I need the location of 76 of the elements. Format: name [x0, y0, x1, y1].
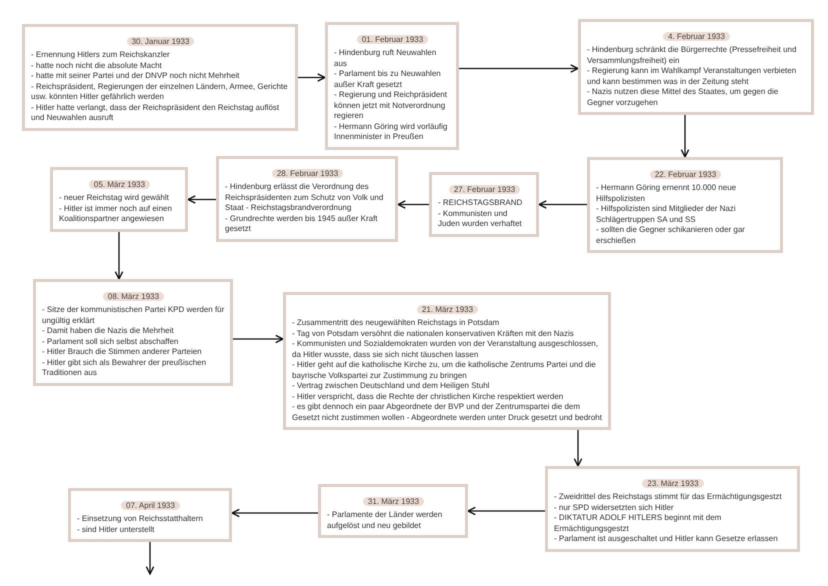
bullet-text: - Tag von Potsdam versöhnt die nationalen konservativen Kräften mit den Nazis	[292, 328, 575, 339]
date-heading: 07. April 1933	[121, 501, 180, 510]
event-box	[33, 279, 233, 386]
bullet-text: - nur SPD widersetzten sich Hitler	[554, 502, 675, 513]
bullet-text: - Parlament ist ausgeschaltet und Hitler kann Gesetze erlassen	[554, 534, 779, 544]
bullet-text: - es gibt dennoch ein paar Abgeordnete der BVP und der Zentrumspartei die dem Gesetzt nicht zustimmen wollen - Abgeordnete werden unter Druck gesetzt und bedroht	[292, 402, 603, 423]
bullet-text: - Einsetzung von Reichsstatthaltern	[77, 514, 204, 524]
bullet-text: - Zusammentritt des neugewählten Reichstags in Potsdam	[292, 318, 500, 328]
bullet-text: - hatte mit seiner Partei und der DNVP noch nicht Mehrheit	[31, 71, 240, 82]
bullet-text: - Regierung kann im Wahlkampf Veranstaltungen verbieten und kann bestimmen was in der Zeitung steht	[587, 66, 798, 87]
bullet-text: - Vertrag zwischen Deutschland und dem Heiligen Stuhl	[292, 381, 490, 392]
bullet-text: - Nazis nutzen diese Mittel des Staates, um gegen die Gegner vorzugehen	[587, 87, 780, 108]
arrow	[538, 200, 587, 209]
event-box	[68, 488, 232, 542]
date-heading: 08. März 1933	[102, 292, 164, 301]
bullet-text: - Sitze der kommunistischen Partei KPD werden für ungültig erklärt	[42, 305, 225, 326]
arrow	[467, 506, 545, 516]
event-box	[545, 466, 800, 552]
arrow	[114, 232, 124, 280]
date-heading: 28. Februar 1933	[272, 169, 344, 178]
date-heading: 23. März 1933	[642, 479, 704, 488]
bullet-text: - Damit haben die Nazis die Mehrheit	[42, 326, 175, 336]
bullet-text: - Reichspräsident, Regierungen der einzelnen Ländern, Armee, Gerichte usw. könnten Hitler gefährlich werden	[31, 82, 289, 102]
bullet-text: - Hitler geht auf die katholische Kirche zu, um die katholische Zentrums Partei und die bayrische Volkspartei zur Zustimmung zu bringen	[292, 360, 597, 381]
arrow	[459, 64, 579, 73]
bullet-text: - neuer Reichstag wird gewählt	[59, 193, 170, 204]
bullet-text: - Regierung und Reichpräsident können jetzt mit Notverordnung regieren	[334, 90, 448, 122]
bullet-text: - Hindenburg erlässt die Verordnung des Reichspräsidenten zum Schutz von Volk und Staat - Reichstagsbrandverordnung	[225, 182, 384, 214]
event-box	[318, 484, 468, 538]
event-box	[325, 22, 459, 150]
date-heading: 4. Februar 1933	[663, 32, 730, 41]
arrow	[231, 508, 318, 518]
bullet-text: - Grundrechte werden bis 1945 außer Kraft gesetzt	[225, 214, 379, 234]
date-heading: 22. Februar 1933	[650, 170, 722, 179]
event-box	[429, 172, 539, 236]
bullet-text: - Parlamente der Länder werden aufgelöst und neu gebildet	[327, 510, 444, 531]
arrow	[298, 73, 326, 82]
event-box	[578, 19, 814, 115]
bullet-text: - Hitler hatte verlangt, dass der Reichspräsident den Reichstag auflöst und Neuwahlen ausruft	[31, 102, 280, 124]
bullet-text: - Hermann Göring ernennt 10.000 neue Hilfspolizisten	[596, 183, 738, 204]
arrow	[574, 430, 582, 467]
date-heading: 01. Februar 1933	[356, 35, 428, 44]
bullet-text: - hatte noch nicht die absolute Macht	[31, 60, 163, 71]
bullet-text: - Parlament bis zu Neuwahlen außer Kraft gesetzt	[334, 69, 442, 90]
arrow	[233, 334, 284, 344]
date-heading: 21. März 1933	[416, 305, 478, 314]
bullet-text: - Hitler verspricht, dass die Rechte der christlichen Kirche respektiert werden	[292, 392, 564, 402]
date-heading: 30. Januar 1933	[126, 37, 194, 46]
arrow	[397, 200, 429, 209]
bullet-text: - REICHSTAGSBRAND	[438, 198, 524, 208]
bullet-text: - Hitler Brauch die Stimmen anderer Parteien	[42, 347, 203, 358]
bullet-text: - Hindenburg ruft Neuwahlen aus	[334, 48, 438, 69]
bullet-text: - Ernennung Hitlers zum Reichskanzler	[31, 50, 171, 60]
event-box	[216, 156, 398, 242]
date-heading: 27. Februar 1933	[448, 185, 520, 194]
bullet-text: - DIKTATUR ADOLF HITLERS beginnt mit dem Ermächtigungsgestzt	[554, 513, 722, 534]
arrow	[146, 542, 154, 575]
event-box	[22, 24, 298, 130]
bullet-text: - Hindenburg schränkt die Bürgerrechte (Pressefreiheit und Versammlungsfreiheit) ein	[587, 45, 798, 66]
date-heading: 05. März 1933	[88, 180, 150, 189]
bullet-text: - Hermann Göring wird vorläufig Innenminister in Preußen	[334, 122, 448, 142]
bullet-text: - Hitler ist immer noch auf einen Koalitionspartner angewiesen	[59, 204, 173, 224]
bullet-text: - Parlament soll sich selbst abschaffen	[42, 336, 180, 347]
bullet-text: - Hilfspolizisten sind Mitglieder der Nazi Schlägertruppen SA und SS	[596, 204, 737, 225]
date-heading: 31. März 1933	[362, 497, 424, 506]
event-box	[587, 157, 783, 253]
arrow	[680, 115, 690, 158]
bullet-text: - sollten die Gegner schikanieren oder gar erschießen	[596, 225, 746, 246]
bullet-text: - Kommunisten und Sozialdemokraten wurden von der Veranstaltung ausgeschlossen, da Hitler wusste, dass sie sich nicht täuschen lassen	[292, 339, 599, 360]
event-box	[283, 292, 611, 430]
bullet-text: - Zweidrittel des Reichstags stimmt für das Ermächtigungsgestzt	[554, 492, 783, 502]
event-box	[50, 167, 188, 232]
bullet-text: - Kommunisten und Juden wurden verhaftet	[438, 208, 523, 230]
bullet-text: - sind Hitler unterstellt	[77, 524, 156, 535]
bullet-text: - Hitler gibt sich als Bewahrer der preußischen Traditionen aus	[42, 358, 208, 378]
arrow	[187, 195, 216, 204]
